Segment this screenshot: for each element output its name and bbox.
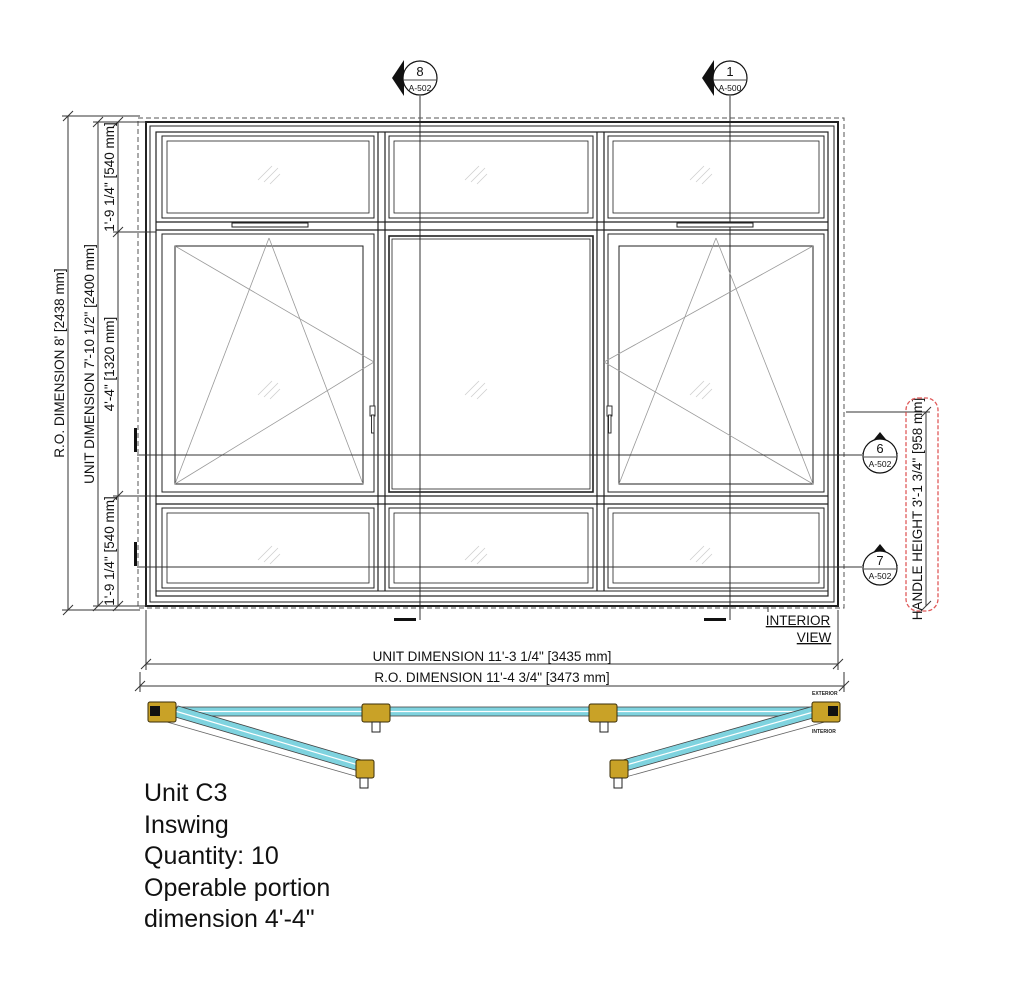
glass-reflection-marks (257, 165, 713, 565)
transom-operator-left (231, 222, 309, 228)
operable-note-line2: dimension 4'-4" (144, 905, 315, 933)
handle-height-label: HANDLE HEIGHT 3'-1 3/4" [958 mm] (910, 398, 925, 620)
section-mark-1 (704, 618, 726, 621)
top-transom-row (161, 135, 825, 219)
view-label-line2: VIEW (797, 630, 832, 645)
section-tag-8[interactable]: 8 A-502 (392, 60, 438, 96)
fixed-center-pane (388, 235, 594, 493)
section-tag-sheet: A-502 (869, 459, 892, 469)
handle-right[interactable] (606, 405, 613, 434)
section-tag-sheet: A-500 (719, 83, 742, 93)
unit-height-label: UNIT DIMENSION 7'-10 1/2" [2400 mm] (82, 244, 97, 484)
section-tag-number: 1 (726, 64, 733, 79)
transom-operator-right (676, 222, 754, 228)
plan-interior-label: INTERIOR (812, 729, 836, 735)
window-frame (145, 121, 839, 607)
section-tag-sheet: A-502 (409, 83, 432, 93)
operable-sash-left (161, 233, 375, 493)
bottom-transom-row (161, 507, 825, 589)
section-tag-6[interactable]: 6 A-502 (862, 432, 898, 474)
vertical-dimension-lines (62, 110, 156, 616)
operable-height-label: 4'-4" [1320 mm] (102, 317, 117, 411)
rough-opening-outline (137, 117, 845, 609)
section-tag-1[interactable]: 1 A-500 (702, 60, 748, 96)
section-tag-number: 8 (416, 64, 423, 79)
quantity: Quantity: 10 (144, 842, 279, 870)
bottom-transom-height-label: 1'-9 1/4" [540 mm] (102, 496, 117, 605)
section-tag-7[interactable]: 7 A-502 (862, 544, 898, 586)
section-tag-sheet: A-502 (869, 571, 892, 581)
section-tag-number: 6 (876, 441, 883, 456)
markup-cloud (905, 397, 939, 612)
section-tag-number: 7 (876, 553, 883, 568)
operable-sash-right (603, 233, 825, 493)
section-mark-8 (394, 618, 416, 621)
unit-width-label: UNIT DIMENSION 11'-3 1/4" [3435 mm] (373, 649, 612, 664)
unit-notes: Unit C3 Inswing Quantity: 10 Operable po… (144, 778, 330, 936)
top-transom-height-label: 1'-9 1/4" [540 mm] (102, 122, 117, 231)
operable-note-line1: Operable portion (144, 873, 331, 902)
handle-left[interactable] (369, 405, 376, 434)
ro-height-label: R.O. DIMENSION 8' [2438 mm] (52, 268, 67, 457)
ro-width-label: R.O. DIMENSION 11'-4 3/4" [3473 mm] (374, 670, 609, 685)
swing-type: Inswing (144, 810, 229, 839)
plan-exterior-label: EXTERIOR (812, 691, 838, 697)
handle-height-dimension (846, 406, 932, 612)
side-mark-upper (134, 428, 137, 452)
side-mark-lower (134, 542, 137, 566)
view-label-line1: INTERIOR (766, 613, 831, 628)
unit-name: Unit C3 (144, 779, 228, 807)
horizontal-dimension-lines (134, 610, 850, 692)
plan-view (147, 701, 841, 789)
